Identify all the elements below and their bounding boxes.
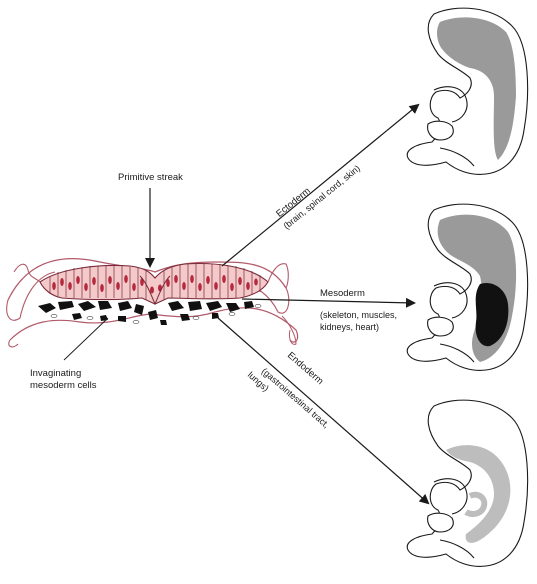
outer-membrane-left: [6, 271, 56, 321]
lower-right-strand: [281, 315, 297, 345]
endoderm-region: [446, 445, 511, 543]
ectoderm-label-group: Ectoderm (brain, spinal cord, skin): [274, 163, 362, 231]
cell-walls: [49, 264, 261, 300]
label-primitive-streak: Primitive streak: [118, 172, 183, 183]
cell-nuclei: [52, 275, 258, 294]
mesoderm-cells: [38, 301, 254, 325]
mesoderm-arrow: [241, 297, 416, 308]
label-mesoderm-detail-2: kidneys, heart): [320, 322, 379, 332]
outer-membrane-top: [7, 257, 287, 301]
label-invaginating-1: Invaginating: [30, 368, 81, 379]
ectoderm-arrow: [221, 103, 420, 267]
endoderm-gut-loop: [464, 491, 488, 517]
ectoderm-region: [437, 17, 516, 161]
label-mesoderm: Mesoderm: [320, 288, 365, 299]
right-strand: [267, 263, 289, 289]
label-endoderm: Endoderm: [285, 350, 325, 387]
embryo-ectoderm-highlight: [406, 7, 529, 175]
left-strand: [13, 263, 41, 283]
label-invaginating-2: mesoderm cells: [30, 380, 97, 391]
embryo-mesoderm-highlight: [406, 203, 529, 371]
mesoderm-small-cells: [50, 304, 262, 324]
embryo-endoderm-highlight: [406, 399, 529, 567]
invaginating-pointer: [63, 317, 109, 361]
endoderm-arrow: [217, 317, 430, 505]
streak-groove: [139, 275, 171, 306]
endoderm-label-group: Endoderm: [285, 350, 325, 387]
embryonic-disc: [6, 257, 299, 348]
lower-membrane: [9, 307, 299, 343]
label-mesoderm-detail-1: (skeleton, muscles,: [320, 310, 397, 320]
lower-membrane-left-end: [8, 339, 19, 348]
mesoderm-black-region: [475, 282, 509, 347]
